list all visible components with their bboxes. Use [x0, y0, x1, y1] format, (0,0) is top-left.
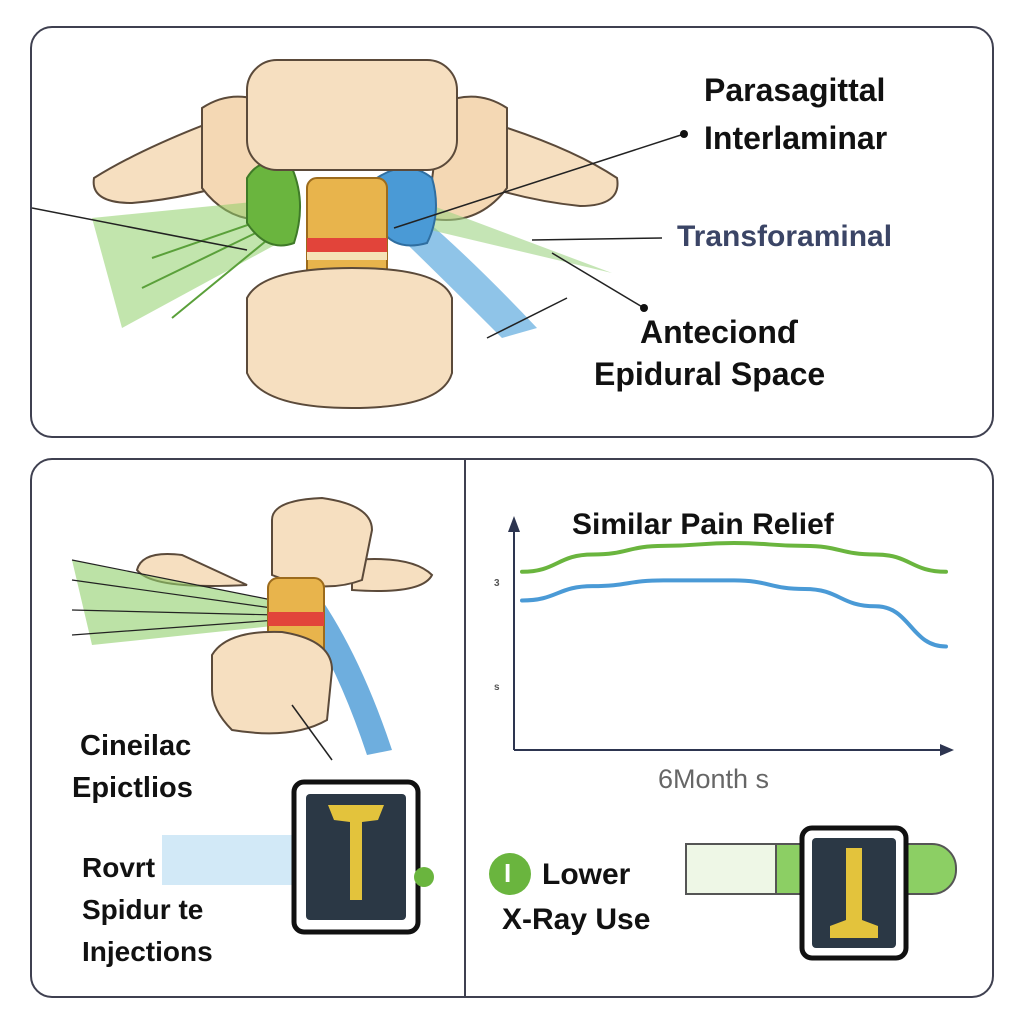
caudal-injection-illustration: [71, 496, 434, 935]
label-xray-use: X-Ray Use: [502, 903, 651, 936]
upper-vertebral-body: [246, 59, 458, 171]
label-epidural-line2: Epidural Space: [594, 356, 826, 392]
label-fewer-line3: Injections: [82, 936, 213, 967]
label-caudal-line2: Epictlios: [72, 772, 193, 804]
left-pointer-line: [32, 207, 248, 251]
label-parasagittal: Parasagittal: [704, 72, 886, 108]
pain-relief-chart: [489, 516, 957, 961]
epidural-pointer-dot: [640, 304, 648, 312]
transforaminal-pointer-line: [531, 237, 663, 241]
label-lower: Lower: [542, 858, 631, 891]
chart-x-arrow: [940, 744, 954, 756]
bl-lower-body: [211, 630, 334, 735]
label-interlaminar: Interlaminar: [704, 120, 888, 156]
bl-xray-spine-glyph: [328, 805, 384, 900]
label-transforaminal: Transforaminal: [677, 220, 893, 253]
interlaminar-pointer-line: [393, 133, 685, 229]
epidural-pointer-line-2: [486, 297, 568, 339]
chart-title: Similar Pain Relief: [572, 508, 834, 541]
label-epidural-line1: Antecionɗ: [640, 314, 797, 350]
epidural-light-band: [307, 252, 387, 260]
bl-xray-beam: [162, 835, 312, 885]
xray-device-spine-glyph: [830, 848, 878, 938]
bl-right-process: [351, 558, 434, 592]
epidural-red-band: [307, 238, 387, 252]
chart-series-line-1: [520, 540, 948, 574]
bl-red-band: [268, 612, 324, 626]
label-fewer-line2: Spidur te: [82, 894, 204, 925]
bl-spray-lines: [71, 559, 278, 636]
bl-xray-indicator: [414, 867, 434, 887]
chart-y-arrow: [508, 516, 520, 532]
interlaminar-pointer-dot: [680, 130, 688, 138]
xray-badge-circle: [489, 853, 531, 895]
label-fewer-line1: Rovrt: [82, 852, 156, 883]
xray-badge-symbol: I: [504, 858, 512, 888]
epidural-pointer-line: [551, 252, 645, 309]
green-foramen: [246, 161, 302, 247]
chart-tick-upper: 3: [494, 578, 500, 589]
spine-approaches-illustration: [32, 59, 688, 410]
bottom-panel: Cineilac Epictlios Rovrt Spidur te Injec…: [30, 458, 994, 998]
label-caudal-line1: Cineilac: [80, 730, 192, 762]
green-right-spray: [412, 198, 612, 273]
chart-series-group: [520, 540, 948, 649]
chart-tick-lower: s: [494, 682, 500, 693]
lower-vertebral-body: [246, 266, 453, 410]
panel-divider: [464, 460, 466, 996]
top-panel: Parasagittal Interlaminar Transforaminal…: [30, 26, 994, 438]
chart-xlabel: 6Month s: [658, 764, 770, 794]
xray-device-cap: [685, 843, 777, 895]
bl-blue-spray: [312, 600, 392, 755]
bl-pointer-line: [291, 704, 333, 761]
chart-series-line-2: [520, 578, 948, 649]
